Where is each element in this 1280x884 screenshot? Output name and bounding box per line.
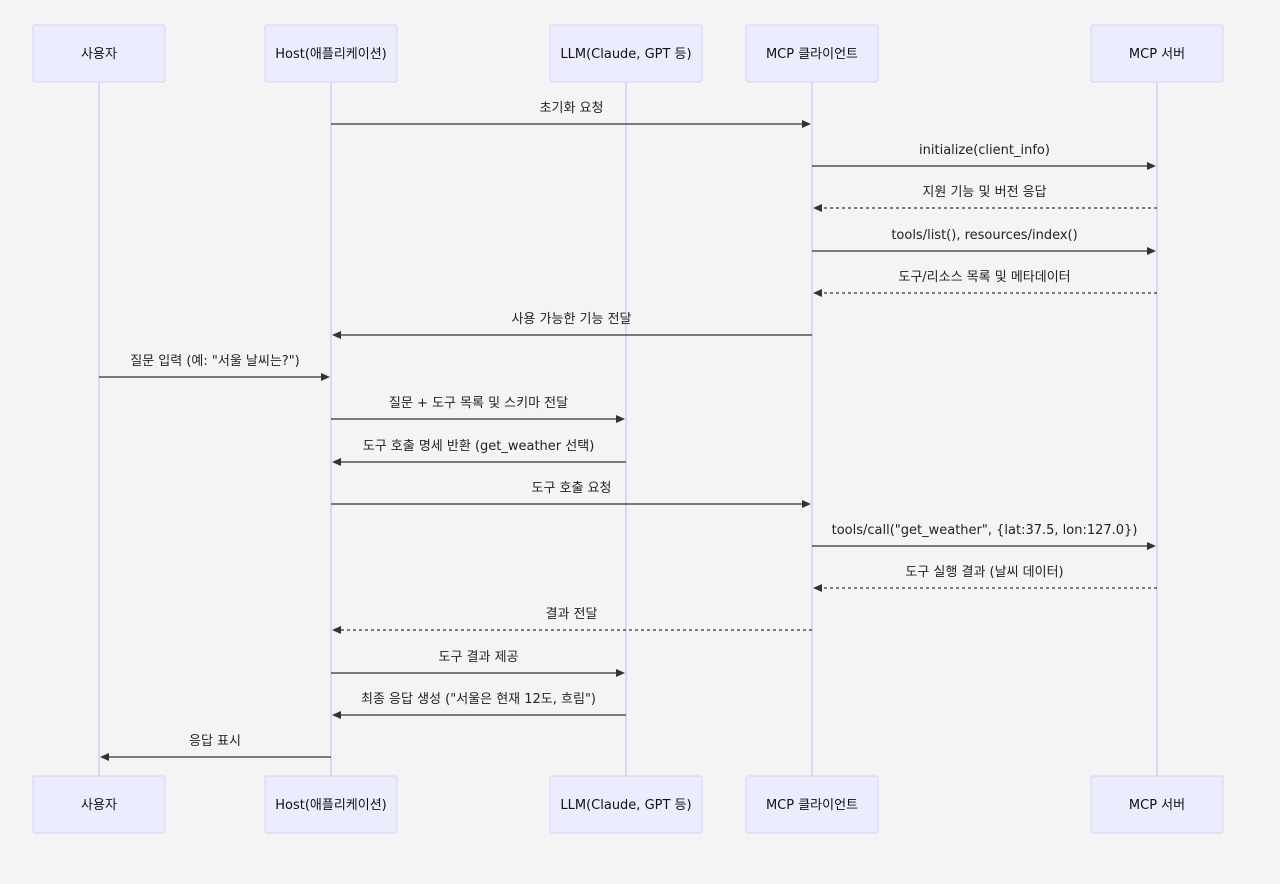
participant-box	[549, 775, 703, 834]
message-label: 결과 전달	[546, 607, 598, 622]
lifelines	[98, 82, 1158, 776]
participant-server-top: MCP 서버	[1090, 24, 1224, 83]
arrowhead-icon	[100, 753, 109, 761]
message-label: 도구 호출 명세 반환 (get_weather 선택)	[363, 439, 595, 454]
message-10: 도구 호출 요청	[331, 481, 811, 508]
arrowhead-icon	[1147, 542, 1156, 550]
arrowhead-icon	[813, 204, 822, 212]
message-2: initialize(client_info)	[812, 143, 1156, 170]
arrowhead-icon	[616, 669, 625, 677]
arrowhead-icon	[1147, 162, 1156, 170]
arrowhead-icon	[332, 626, 341, 634]
participant-label: Host(애플리케이션)	[275, 798, 387, 813]
message-label: 지원 기능 및 버전 응답	[922, 185, 1046, 200]
participant-user-bottom: 사용자	[32, 775, 166, 834]
message-1: 초기화 요청	[331, 101, 811, 128]
participant-host-top: Host(애플리케이션)	[264, 24, 398, 83]
participant-box	[1090, 24, 1224, 83]
message-label: 도구 실행 결과 (날씨 데이터)	[905, 564, 1063, 580]
messages: 초기화 요청 initialize(client_info) 지원 기능 및 버전 …	[99, 101, 1157, 761]
arrowhead-icon	[802, 500, 811, 508]
message-5: 도구/리소스 목록 및 메타데이터	[813, 270, 1157, 297]
message-13: 결과 전달	[332, 607, 812, 634]
participant-label: 사용자	[81, 798, 117, 813]
arrowhead-icon	[332, 458, 341, 466]
message-label: 질문 입력 (예: "서울 날씨는?")	[130, 354, 300, 369]
arrowhead-icon	[813, 289, 822, 297]
message-label: 초기화 요청	[540, 101, 604, 116]
message-label: 도구/리소스 목록 및 메타데이터	[898, 270, 1070, 285]
arrowhead-icon	[332, 711, 341, 719]
participant-label: MCP 클라이언트	[766, 798, 858, 813]
message-8: 질문 + 도구 목록 및 스키마 전달	[331, 396, 625, 423]
message-16: 응답 표시	[100, 734, 331, 761]
message-label: tools/list(), resources/index()	[891, 228, 1077, 243]
participants: 사용자사용자Host(애플리케이션)Host(애플리케이션)LLM(Claude…	[32, 24, 1224, 834]
participant-label: MCP 클라이언트	[766, 47, 858, 62]
message-12: 도구 실행 결과 (날씨 데이터)	[813, 564, 1157, 592]
message-14: 도구 결과 제공	[331, 650, 625, 677]
arrowhead-icon	[802, 120, 811, 128]
participant-box	[32, 775, 166, 834]
participant-box	[745, 24, 879, 83]
message-label: 최종 응답 생성 ("서울은 현재 12도, 흐림")	[361, 692, 596, 707]
message-label: 도구 결과 제공	[438, 650, 518, 665]
message-6: 사용 가능한 기능 전달	[332, 312, 812, 339]
message-label: initialize(client_info)	[919, 143, 1050, 158]
participant-box	[745, 775, 879, 834]
message-9: 도구 호출 명세 반환 (get_weather 선택)	[332, 439, 626, 466]
participant-box	[264, 775, 398, 834]
arrowhead-icon	[616, 415, 625, 423]
arrowhead-icon	[813, 584, 822, 592]
participant-client-top: MCP 클라이언트	[745, 24, 879, 83]
arrowhead-icon	[321, 373, 330, 381]
message-7: 질문 입력 (예: "서울 날씨는?")	[99, 354, 330, 381]
participant-box	[549, 24, 703, 83]
message-11: tools/call("get_weather", {lat:37.5, lon…	[812, 523, 1156, 550]
participant-box	[264, 24, 398, 83]
participant-label: Host(애플리케이션)	[275, 47, 387, 62]
message-3: 지원 기능 및 버전 응답	[813, 185, 1157, 212]
arrowhead-icon	[1147, 247, 1156, 255]
participant-box	[1090, 775, 1224, 834]
participant-client-bottom: MCP 클라이언트	[745, 775, 879, 834]
participant-llm-top: LLM(Claude, GPT 등)	[549, 24, 703, 83]
participant-box	[32, 24, 166, 83]
message-label: 질문 + 도구 목록 및 스키마 전달	[389, 396, 568, 411]
message-label: 응답 표시	[189, 734, 241, 749]
participant-server-bottom: MCP 서버	[1090, 775, 1224, 834]
message-label: 도구 호출 요청	[531, 481, 611, 496]
arrowhead-icon	[332, 331, 341, 339]
message-15: 최종 응답 생성 ("서울은 현재 12도, 흐림")	[332, 692, 626, 719]
participant-label: MCP 서버	[1129, 47, 1185, 62]
message-4: tools/list(), resources/index()	[812, 228, 1156, 255]
participant-label: LLM(Claude, GPT 등)	[560, 798, 691, 813]
participant-label: 사용자	[81, 47, 117, 62]
participant-label: MCP 서버	[1129, 798, 1185, 813]
participant-llm-bottom: LLM(Claude, GPT 등)	[549, 775, 703, 834]
participant-label: LLM(Claude, GPT 등)	[560, 47, 691, 62]
participant-host-bottom: Host(애플리케이션)	[264, 775, 398, 834]
message-label: tools/call("get_weather", {lat:37.5, lon…	[832, 523, 1138, 538]
message-label: 사용 가능한 기능 전달	[511, 312, 631, 327]
participant-user-top: 사용자	[32, 24, 166, 83]
